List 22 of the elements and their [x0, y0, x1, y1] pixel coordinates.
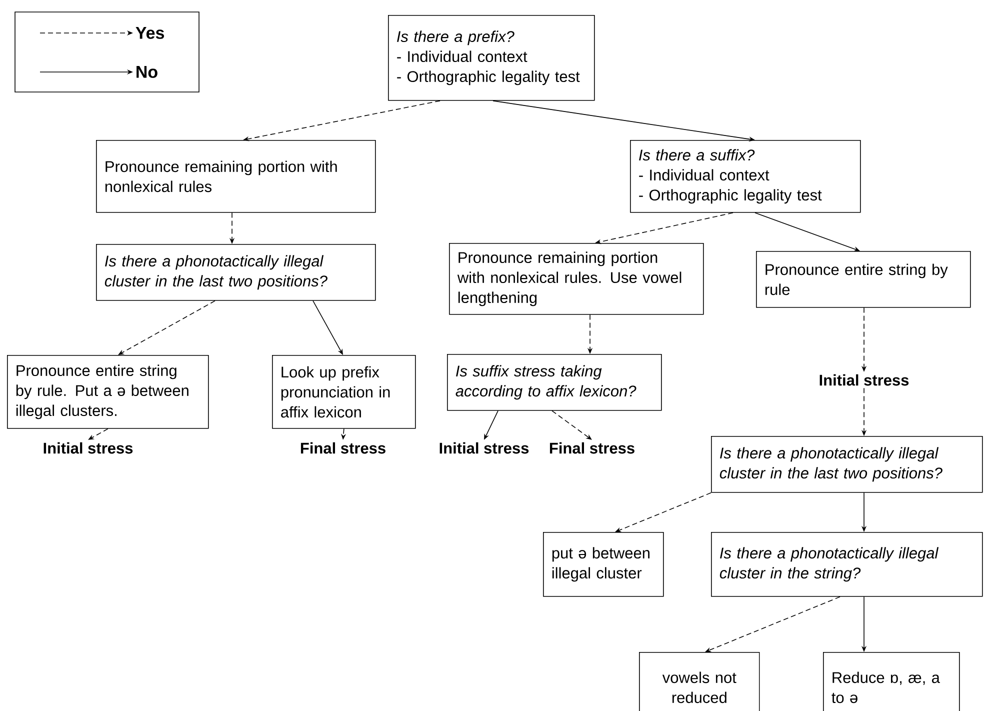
process-box: Look up prefix pronunciation in affix lexicon [272, 355, 416, 429]
question-box: Is there a phonotactically illegal cluster in the last two positions? [711, 436, 983, 493]
question-box: Is there a phonotactically illegal cluster in the last two positions? [96, 244, 376, 301]
question-box: Is there a prefix? - Individual context - Orthographic legality test [388, 15, 595, 101]
process-box: vowels not reduced [639, 652, 760, 711]
process-box: put ə between illegal cluster [543, 532, 664, 597]
process-box: Pronounce entire string by rule. Put a ə between illegal clusters. [7, 355, 209, 429]
process-box: Pronounce entire string by rule [756, 251, 971, 308]
question-box: Is suffix stress taking according to affix lexicon? [447, 354, 662, 411]
legend-label: No [136, 66, 158, 78]
question-box: Is there a suffix? - Individual context - Orthographic legality test [630, 140, 861, 213]
process-box: Reduce ɒ, æ, a to ə [823, 652, 960, 711]
process-box: Pronounce remaining portion with nonlexical rules [96, 140, 376, 213]
outcome-label: Final stress [300, 442, 386, 454]
outcome-label: Initial stress [440, 442, 529, 454]
outcome-label: Initial stress [820, 374, 909, 386]
legend-label: Yes [136, 27, 164, 39]
outcome-label: Initial stress [44, 442, 133, 454]
outcome-label: Final stress [550, 442, 634, 454]
question-box: Is there a phonotactically illegal cluster in the string? [711, 532, 983, 597]
process-box: Pronounce remaining portion with nonlexical rules. Use vowel lengthening [449, 243, 704, 315]
arrow [552, 410, 592, 440]
